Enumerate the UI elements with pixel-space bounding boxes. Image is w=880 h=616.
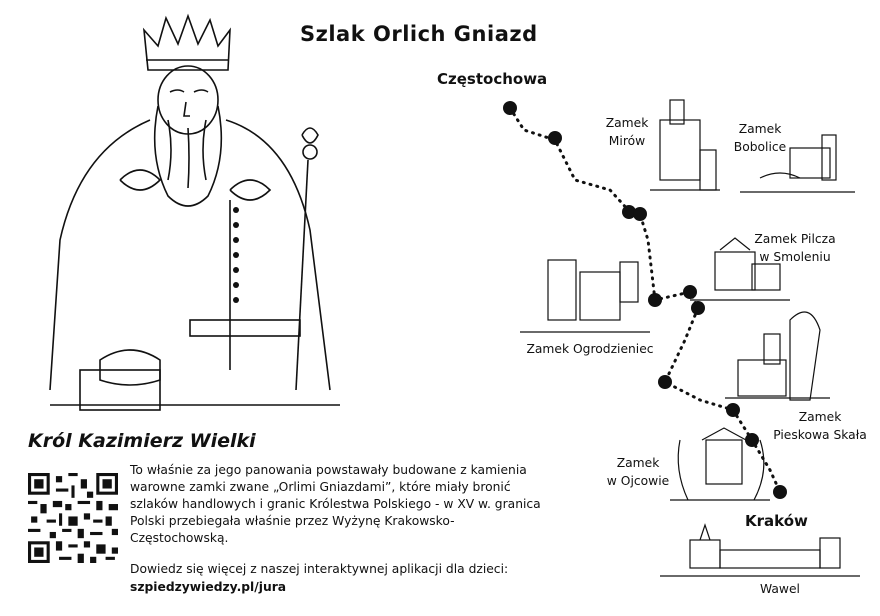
king-description-text: To właśnie za jego panowania powstawały … xyxy=(130,463,541,545)
castle-label-line: Mirów xyxy=(608,134,646,148)
qr-code[interactable] xyxy=(28,473,118,563)
route-marker xyxy=(633,207,647,221)
route-marker xyxy=(773,485,787,499)
route-marker xyxy=(691,301,705,315)
castle-drawing-ogrodzieniec xyxy=(520,259,650,333)
promo-block: Dowiedz się więcej z naszej interaktywne… xyxy=(130,560,508,596)
route-marker xyxy=(745,433,759,447)
route-marker xyxy=(658,375,672,389)
castle-label-line: Zamek xyxy=(738,122,782,136)
castle-drawing-pilcza xyxy=(690,237,790,301)
castle-label-line: Zamek Pilcza xyxy=(754,232,836,246)
king-illustration xyxy=(49,13,340,411)
castle-label-line: w Ojcowie xyxy=(606,474,670,488)
king-description: To właśnie za jego panowania powstawały … xyxy=(130,462,550,547)
castle-drawing-pieskowa xyxy=(725,311,830,401)
castle-label-line: Pieskowa Skała xyxy=(773,428,867,442)
promo-text: Dowiedz się więcej z naszej interaktywne… xyxy=(130,562,509,576)
castle-label-line: Zamek xyxy=(798,410,842,424)
castle-label-bobolice: Zamek Bobolice xyxy=(725,120,795,156)
promo-link[interactable]: szpiedzywiedzy.pl/jura xyxy=(130,580,287,594)
route-marker xyxy=(548,131,562,145)
castle-label-ojcow: Zamek w Ojcowie xyxy=(598,454,678,490)
route-end-label: Kraków xyxy=(745,512,808,530)
route-marker xyxy=(648,293,662,307)
castle-drawing-mirow xyxy=(650,99,720,191)
route-marker xyxy=(503,101,517,115)
page-title: Szlak Orlich Gniazd xyxy=(300,22,538,46)
route-marker xyxy=(726,403,740,417)
castle-label-pieskowa: Zamek Pieskowa Skała xyxy=(770,408,870,444)
king-title: Król Kazimierz Wielki xyxy=(28,430,256,452)
castle-label-line: Zamek Ogrodzieniec xyxy=(526,342,654,356)
route-marker xyxy=(683,285,697,299)
route-marker xyxy=(622,205,636,219)
castle-label-line: Wawel xyxy=(760,582,800,596)
castle-label-pilcza: Zamek Pilcza w Smoleniu xyxy=(752,230,838,266)
castle-label-wawel: Wawel xyxy=(750,580,810,598)
castle-drawing-wawel xyxy=(660,523,860,577)
castle-label-line: Bobolice xyxy=(733,140,787,154)
castle-label-line: Zamek xyxy=(616,456,660,470)
castle-label-line: w Smoleniu xyxy=(759,250,831,264)
castle-drawing-ojcow xyxy=(670,427,770,501)
castle-drawing-bobolice xyxy=(740,134,855,193)
castle-label-mirow: Zamek Mirów xyxy=(596,114,658,150)
castle-label-line: Zamek xyxy=(605,116,649,130)
castle-label-ogrodzieniec: Zamek Ogrodzieniec xyxy=(520,340,660,358)
route-start-label: Częstochowa xyxy=(437,70,548,88)
